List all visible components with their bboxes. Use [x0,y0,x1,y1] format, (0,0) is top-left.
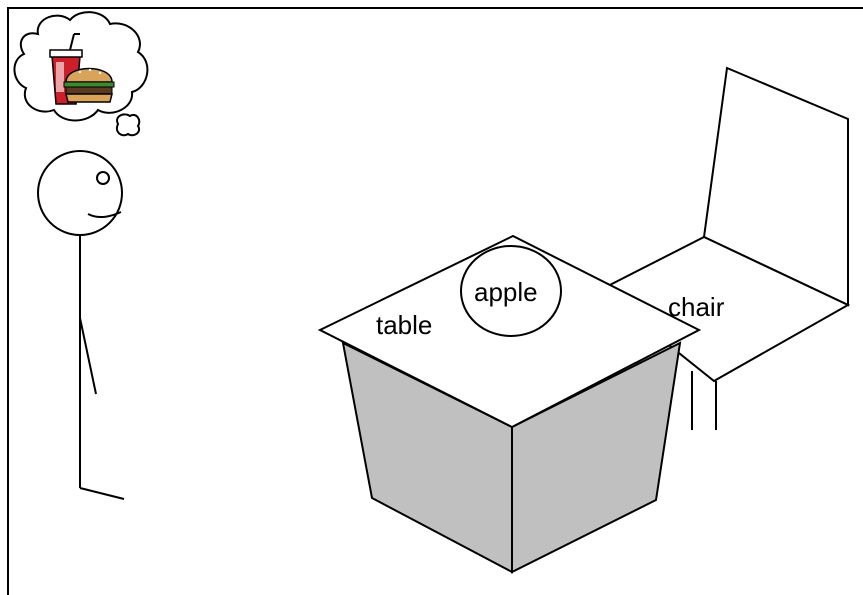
figure-foot [79,487,125,500]
chair-label: chair [668,292,725,322]
figure-arm [79,317,97,395]
apple-circle [460,245,562,337]
figure-head [37,150,123,236]
stick-figure [37,150,125,500]
figure-mouth [87,211,122,219]
table-right-side [511,341,682,574]
table-label: table [376,310,432,340]
apple-label: apple [474,277,538,307]
fast-food-icon [49,33,115,105]
apple: apple [460,245,562,337]
thought-bubble-icon [13,11,149,137]
figure-eye [96,171,110,185]
frame-border [7,7,863,595]
chair: chair [598,66,851,430]
